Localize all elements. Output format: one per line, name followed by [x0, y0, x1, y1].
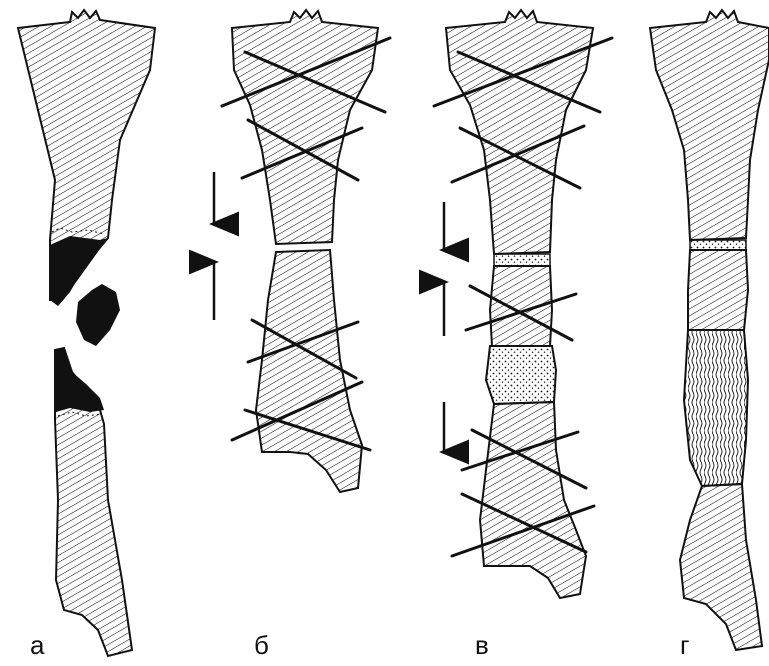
panel-label-b: б	[254, 632, 269, 658]
panel-a-bone	[18, 10, 155, 656]
panel-g-regenerate	[684, 330, 748, 486]
panel-b-bone	[214, 10, 390, 492]
panel-g-middle-segment	[688, 250, 748, 330]
panel-v-regenerate-zone-1	[494, 254, 550, 266]
panel-label-a: а	[30, 632, 44, 658]
panel-a-fracture-end-lower	[55, 348, 104, 412]
panel-v-callus	[486, 346, 556, 404]
panel-label-g: г	[680, 632, 689, 658]
panel-v-bone	[434, 10, 612, 598]
panel-g-bone	[650, 10, 769, 650]
panel-v-lower-fragment	[480, 402, 586, 598]
panel-g-lower-segment	[680, 484, 762, 650]
panel-g-upper-segment	[650, 10, 769, 240]
panel-a-bone-fragment	[76, 284, 120, 346]
panel-g-junction-zone	[690, 240, 746, 250]
panel-b-upper-fragment	[232, 10, 378, 244]
panel-label-v: в	[475, 632, 489, 658]
